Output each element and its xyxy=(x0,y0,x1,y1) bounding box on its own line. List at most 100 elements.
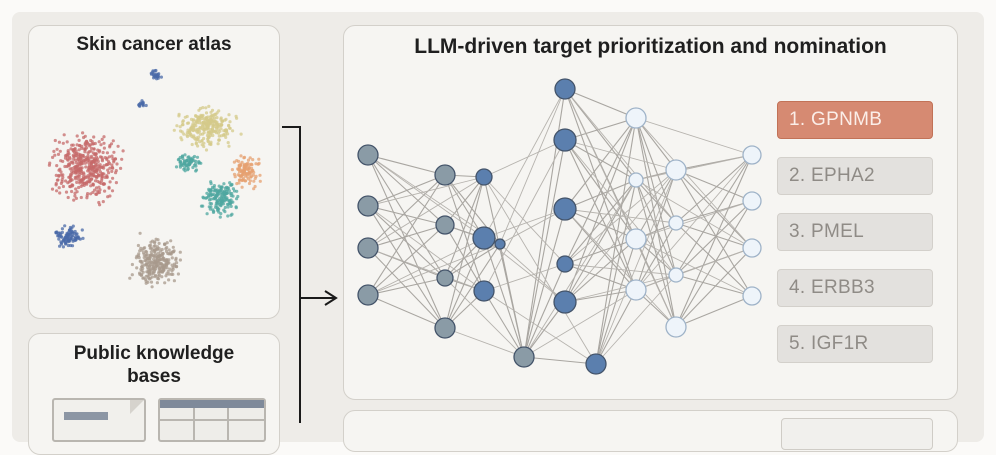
network-node xyxy=(665,159,687,181)
network-edge xyxy=(564,208,677,224)
network-edge xyxy=(564,263,677,276)
knowledge-bases-title: Public knowledge bases xyxy=(29,342,279,388)
network-node xyxy=(625,107,647,129)
network-edge xyxy=(635,117,677,171)
network-node xyxy=(553,197,577,221)
network-edge xyxy=(635,179,677,276)
network-node xyxy=(357,284,379,306)
neural-network-diagram xyxy=(357,78,762,375)
network-edge xyxy=(523,179,637,358)
network-edge xyxy=(564,139,677,276)
network-edge xyxy=(444,176,485,329)
network-edge xyxy=(483,176,597,365)
network-edge xyxy=(564,117,637,303)
network-edge xyxy=(523,356,597,365)
network-node xyxy=(475,168,493,186)
network-node xyxy=(554,78,576,100)
ranking-item-4: 4. ERBB3 xyxy=(777,269,933,307)
network-edge xyxy=(635,179,753,249)
network-edge xyxy=(367,243,501,296)
network-edge xyxy=(367,205,485,292)
network-edge xyxy=(483,139,566,178)
network-edge xyxy=(564,117,637,210)
network-edge xyxy=(675,222,753,249)
network-edge xyxy=(367,294,446,329)
network-edge xyxy=(675,200,753,328)
network-edge xyxy=(564,169,677,265)
network-edge xyxy=(564,139,637,240)
network-edge xyxy=(367,154,446,279)
flow-connector xyxy=(282,126,301,423)
network-edge xyxy=(523,139,566,358)
network-edge xyxy=(675,169,753,297)
ranking-item-5: 5. IGF1R xyxy=(777,325,933,363)
network-edge xyxy=(675,274,753,297)
network-edge xyxy=(483,176,566,265)
network-edge xyxy=(595,274,677,365)
network-edge xyxy=(367,247,446,329)
flow-arrows xyxy=(282,126,338,423)
network-edge xyxy=(564,179,637,210)
network-node xyxy=(625,279,647,301)
network-edge xyxy=(499,208,566,245)
network-edge xyxy=(635,238,753,297)
umap-cluster-red xyxy=(47,131,125,207)
network-node xyxy=(668,267,684,283)
network-edge xyxy=(635,169,677,291)
network-edge xyxy=(564,208,677,328)
network-edge xyxy=(367,154,485,239)
network-edge xyxy=(635,117,677,328)
network-edge xyxy=(564,169,677,303)
network-edge xyxy=(564,238,637,265)
network-edge xyxy=(523,88,566,358)
network-node xyxy=(628,172,644,188)
network-edge xyxy=(635,154,753,181)
network-edge xyxy=(635,117,677,224)
network-node xyxy=(742,286,762,306)
network-edge xyxy=(483,139,566,292)
network-edge xyxy=(367,224,446,296)
network-edge xyxy=(564,139,637,291)
network-edge xyxy=(564,88,677,224)
network-edge xyxy=(444,176,485,279)
network-edge xyxy=(367,174,446,296)
network-edge xyxy=(499,243,525,358)
ranking-item-2: 2. EPHA2 xyxy=(777,157,933,195)
network-node xyxy=(357,237,379,259)
network-node xyxy=(473,280,495,302)
arrow-head-icon xyxy=(324,290,338,306)
network-node xyxy=(556,255,574,273)
network-node xyxy=(742,145,762,165)
umap-cluster-teal-small xyxy=(174,153,203,173)
network-node xyxy=(435,215,455,235)
network-edge xyxy=(483,290,525,358)
umap-cluster-navy-dot xyxy=(137,99,148,108)
network-edge xyxy=(367,237,485,296)
network-edge xyxy=(635,117,753,156)
network-node xyxy=(513,346,535,368)
network-edges xyxy=(367,88,753,365)
network-edge xyxy=(564,88,637,119)
network-edge xyxy=(483,263,566,292)
network-node xyxy=(436,269,454,287)
prioritization-title: LLM-driven target prioritization and nom… xyxy=(414,35,887,58)
umap-cluster-navy xyxy=(54,224,85,249)
network-edge xyxy=(367,205,446,279)
network-edge xyxy=(564,289,637,303)
network-edge xyxy=(564,139,637,181)
network-edge xyxy=(635,117,753,249)
network-edge xyxy=(635,222,677,291)
network-node xyxy=(434,317,456,339)
network-edge xyxy=(499,88,566,245)
network-node xyxy=(742,238,762,258)
umap-cluster-taupe xyxy=(128,231,182,289)
network-edge xyxy=(635,154,753,291)
network-node xyxy=(472,226,496,250)
network-edge xyxy=(367,247,485,292)
network-edge xyxy=(564,88,637,181)
network-edge xyxy=(675,169,753,249)
network-edge xyxy=(564,238,637,303)
network-edge xyxy=(635,179,677,224)
network-edge xyxy=(564,263,637,291)
network-edge xyxy=(367,205,446,226)
